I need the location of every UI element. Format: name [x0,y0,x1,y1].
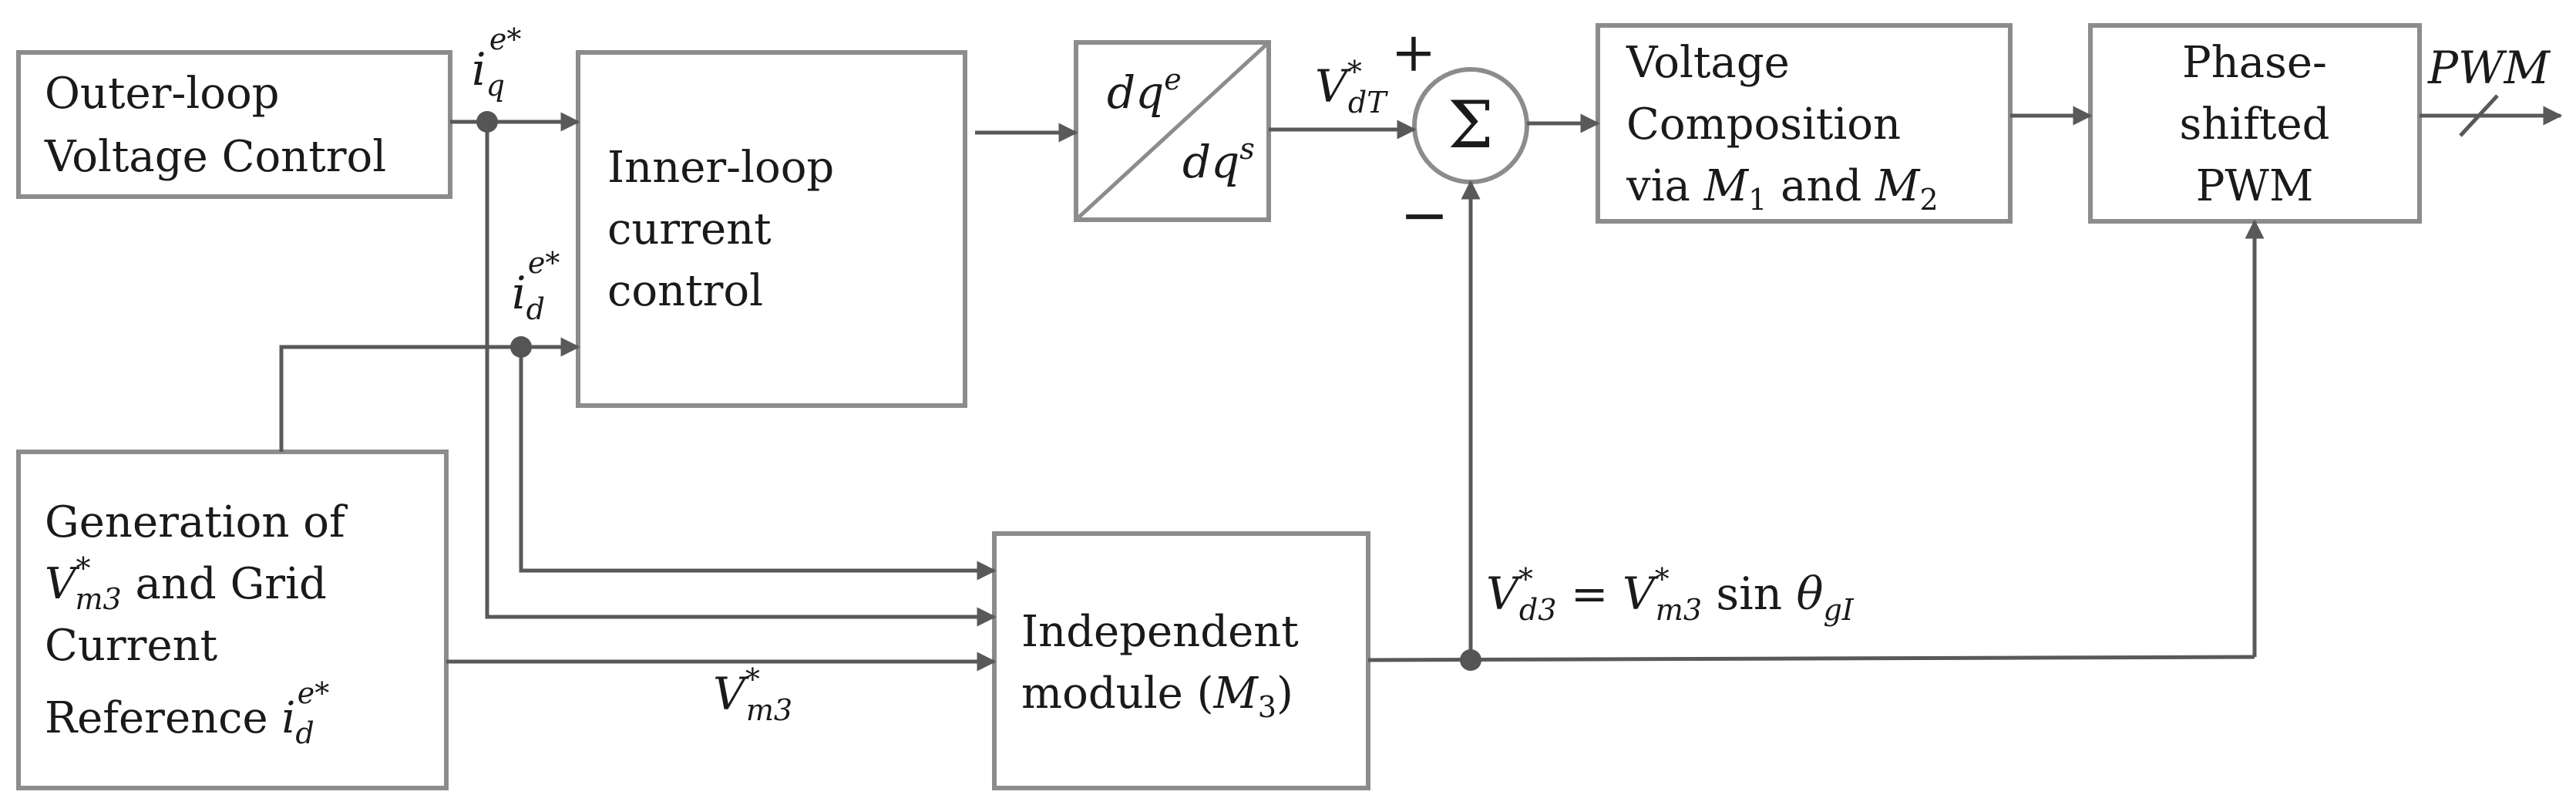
generation-line2: V*m3 and Grid [45,551,327,616]
pwm-output-label: PWM [2427,42,2551,94]
wire-id-to-independent [519,347,997,581]
voltage-composition-block: Voltage Composition via M1 and M2 [1596,23,2013,224]
dq-transform-block: dqe dqs [1074,40,1271,222]
dq-e-label: dqe [1107,62,1182,119]
vd3-equation-label: V*d3 = V*m3 sin θgI [1486,562,1855,627]
pwm-block-line3: PWM [2196,161,2314,211]
outer-loop-voltage-control-block: Outer-loop Voltage Control [16,50,452,199]
sigma-symbol: Σ [1448,87,1493,163]
junction-dot-iq [476,111,498,133]
independent-module-block: Independent module (M3) [992,531,1370,790]
generation-reference-block: Generation of V*m3 and Grid Current Refe… [16,450,449,790]
inner-loop-label-line1: Inner-loop [607,143,834,193]
inner-loop-label-line3: control [607,266,763,316]
junction-dots [476,111,1481,671]
outer-loop-label-line1: Outer-loop [45,69,280,119]
wire-vd3-output [1367,655,2255,662]
inner-loop-label-line2: current [607,204,772,254]
junction-dot-vd3 [1460,649,1481,671]
dq-s-label: dqs [1182,132,1255,188]
wire-iq-to-independent [485,122,997,627]
plus-sign: + [1391,21,1437,84]
voltage-composition-line2: Composition [1626,99,1901,150]
pwm-block-line2: shifted [2180,99,2330,150]
vdt-signal-label: V*dT [1315,55,1388,120]
signal-wires [279,94,2563,672]
generation-line3: Current [45,621,218,671]
pwm-block-line1: Phase- [2182,38,2327,88]
phase-shifted-pwm-block: Phase- shifted PWM [2088,23,2422,224]
id-signal-label: ide* [512,246,560,326]
summing-junction: Σ + − [1391,21,1529,249]
voltage-composition-line1: Voltage [1626,38,1790,88]
inner-loop-current-control-block: Inner-loop current control [576,50,967,408]
wire-id-to-inner [279,337,580,452]
outer-loop-label-line2: Voltage Control [44,132,386,182]
pwm-bus-slash [2459,94,2499,137]
minus-sign: − [1400,180,1449,249]
generation-line1: Generation of [45,497,348,547]
generation-line4: Reference ide* [45,676,329,750]
vm3-signal-label: V*m3 [713,662,792,727]
iq-signal-label: iqe* [472,22,521,103]
voltage-composition-line3: via M1 and M2 [1626,161,1939,217]
independent-line2: module (M3) [1021,669,1293,724]
independent-line1: Independent [1021,607,1299,657]
junction-dot-id [510,336,532,358]
